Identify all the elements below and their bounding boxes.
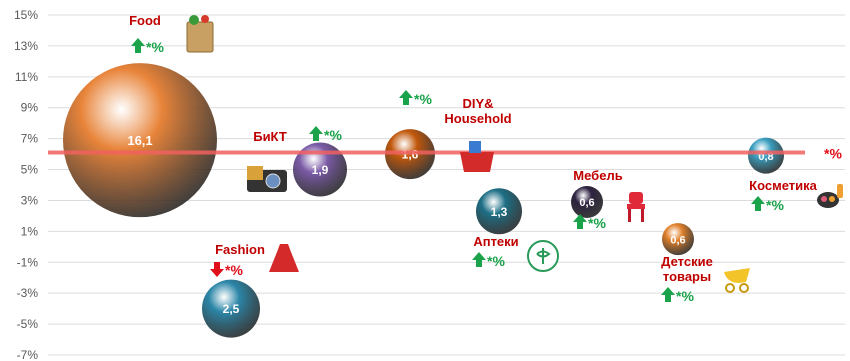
y-tick-label: 7% [21, 132, 39, 146]
trend-up-arrow-icon [751, 196, 765, 211]
bubble-5: 0,6 [571, 186, 603, 218]
bubble-value-label: 2,5 [223, 302, 240, 316]
bubble-circle [571, 186, 603, 218]
trend-up-arrow-icon [661, 287, 675, 302]
stroller-icon [724, 268, 750, 293]
annotations: Food *% Fashion *% БиКТ *% DIY&Household *% Апте… [129, 13, 843, 304]
bubble-circle [63, 63, 217, 218]
y-axis-ticks: 15% 13% 11% 9% 7% 5% 3% 1% -1% -3% -5% -7% [14, 8, 38, 361]
trend-value: *% [676, 288, 694, 304]
y-tick-label: 3% [21, 193, 39, 207]
bubble-6: 0,6 [662, 223, 694, 256]
category-label: Мебель [573, 168, 622, 183]
category-label: Косметика [749, 178, 817, 193]
trend-up-arrow-icon [131, 38, 145, 53]
bubble-1: 2,5 [202, 279, 260, 338]
bubble-circle [293, 142, 347, 197]
bubble-value-label: 0,6 [579, 197, 594, 209]
pharmacy-icon [527, 240, 559, 272]
y-tick-label: 5% [21, 163, 39, 177]
y-tick-label: 13% [14, 39, 38, 53]
category-label: DIY&Household [444, 96, 511, 126]
bubble-circle [662, 223, 694, 256]
trend-up-arrow-icon [472, 252, 486, 267]
trend-up-arrow-icon [573, 214, 587, 229]
food-bag-icon [186, 15, 214, 53]
bubble-value-label: 1,9 [312, 163, 329, 177]
trend-value: *% [487, 253, 505, 269]
category-label: Food [129, 13, 161, 28]
bubble-value-label: 1,6 [402, 148, 419, 162]
dress-icon [269, 244, 299, 272]
trend-value: *% [766, 197, 784, 213]
bubble-4: 1,3 [476, 188, 522, 235]
y-tick-label: -1% [17, 255, 39, 269]
trend-value: *% [414, 91, 432, 107]
bubbles: 16,1 2,5 1,9 1,6 1,3 0,6 0,6 0,8 [63, 63, 784, 338]
category-label: Fashion [215, 242, 265, 257]
bubble-value-label: 16,1 [127, 133, 152, 148]
reference-line: *% [48, 146, 842, 162]
bubble-2: 1,9 [293, 142, 347, 197]
bubble-circle [476, 188, 522, 235]
category-label: Аптеки [473, 234, 518, 249]
trend-value: *% [146, 39, 164, 55]
trend-value: *% [225, 262, 243, 278]
chair-icon [627, 192, 645, 222]
bubble-circle [748, 137, 784, 174]
y-tick-label: -7% [17, 348, 39, 361]
bubble-value-label: 1,3 [491, 205, 508, 219]
trend-up-arrow-icon [309, 126, 323, 141]
y-tick-label: -5% [17, 317, 39, 331]
trend-value: *% [588, 215, 606, 231]
y-tick-label: -3% [17, 286, 39, 300]
bubble-7: 0,8 [748, 137, 784, 174]
y-tick-label: 11% [15, 70, 38, 84]
y-tick-label: 15% [14, 8, 38, 22]
y-tick-label: 9% [21, 101, 39, 115]
bubble-value-label: 0,6 [670, 234, 685, 246]
basket-icon [460, 141, 494, 172]
trend-value: *% [324, 127, 342, 143]
bubble-0: 16,1 [63, 63, 217, 218]
y-tick-label: 1% [21, 224, 39, 238]
camera-icon [247, 166, 287, 192]
trend-up-arrow-icon [399, 90, 413, 105]
trend-down-arrow-icon [210, 262, 224, 277]
reference-line-label: *% [824, 146, 842, 162]
bubble-circle [202, 279, 260, 338]
category-label: БиКТ [253, 129, 287, 144]
cosmetics-icon [817, 184, 843, 208]
